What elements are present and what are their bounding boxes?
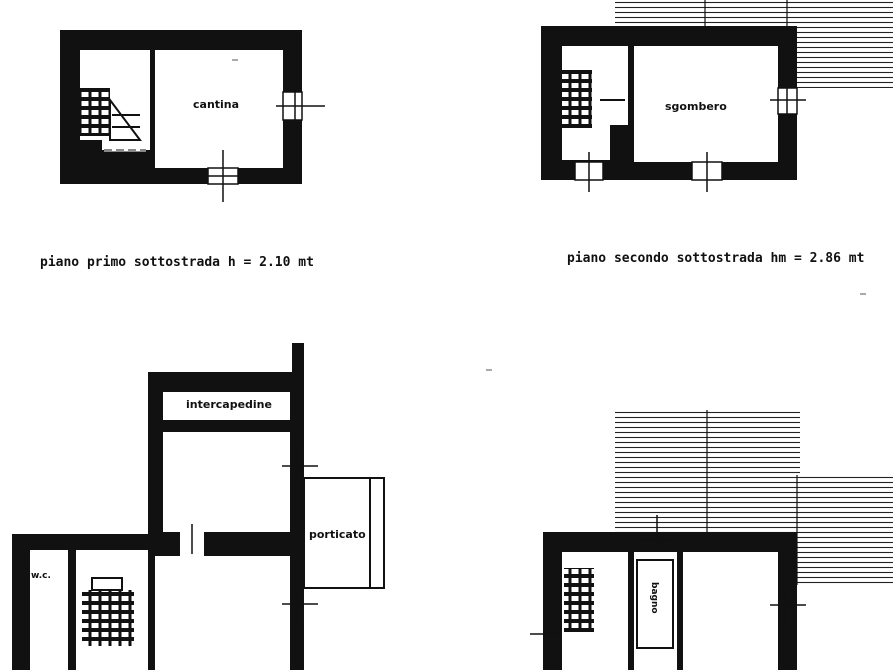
plan-first-underground: cantina piano primo sottostrada h = 2.10… [40, 30, 325, 270]
plan-ground-floor: intercapedine porticato w.c. [12, 343, 385, 670]
label-intercapedine: intercapedine [186, 398, 272, 411]
plan1-walls [60, 30, 302, 184]
plan4-walls [543, 532, 797, 670]
label-wc: w.c. [31, 571, 51, 581]
caption-second-underground: piano secondo sottostrada hm = 2.86 mt [567, 251, 864, 266]
plan1-stair [80, 88, 110, 136]
plan3-walls [12, 343, 304, 670]
plan-second-underground: sgombero piano secondo sottostrada hm = … [541, 0, 893, 266]
plan2-hatch-right [787, 0, 893, 88]
label-sgombero: sgombero [665, 100, 727, 113]
plan4-hatch-right [797, 475, 893, 585]
plan2-walls [541, 26, 797, 180]
plan-upper-floor: bagno [530, 410, 893, 670]
label-porticato: porticato [309, 528, 366, 541]
label-cantina: cantina [193, 98, 239, 111]
caption-first-underground: piano primo sottostrada h = 2.10 mt [40, 255, 314, 270]
label-bagno: bagno [649, 582, 659, 614]
